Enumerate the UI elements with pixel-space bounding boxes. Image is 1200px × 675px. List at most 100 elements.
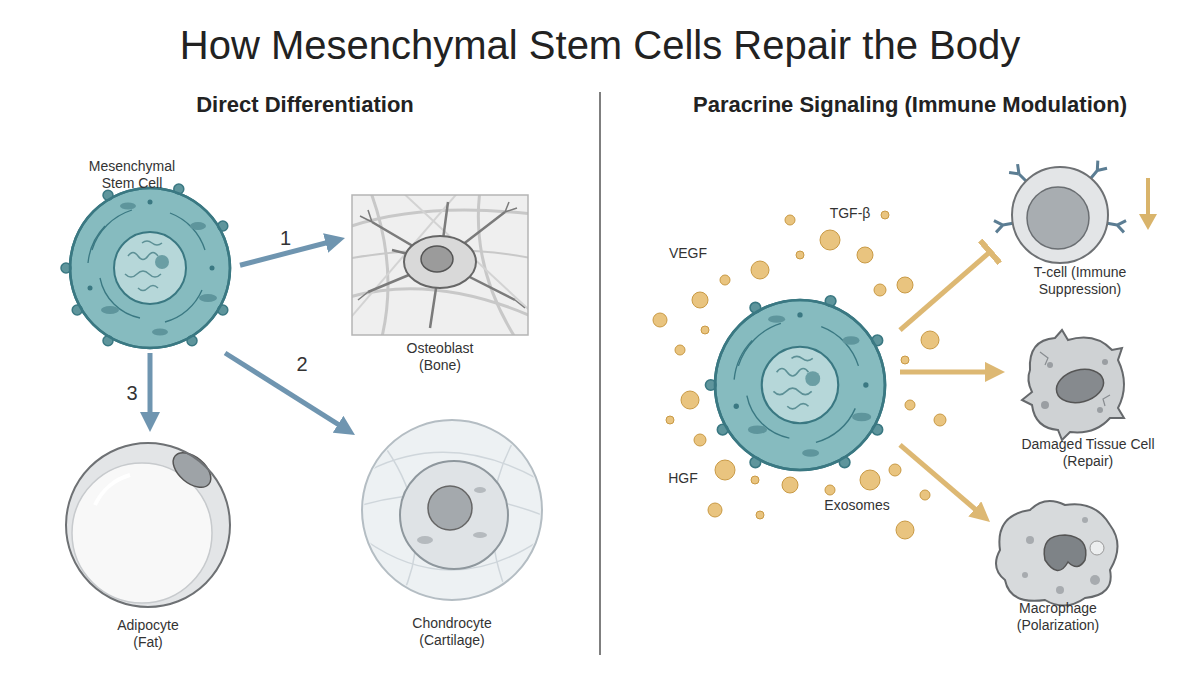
- diagram-title: How Mesenchymal Stem Cells Repair the Bo…: [50, 22, 1150, 68]
- t-cell-art: [1106, 217, 1126, 232]
- osteoblast-frame: [352, 195, 528, 335]
- gold-secretome-dots: [920, 490, 930, 500]
- cell-label: HGF: [658, 470, 708, 487]
- macrophage-art: [996, 501, 1118, 606]
- gold-secretome-dots: [653, 211, 946, 539]
- connector-arrow: [225, 353, 340, 425]
- t-cell-art: [1027, 187, 1089, 249]
- gold-secretome-dots: [785, 215, 795, 225]
- t-cell-art: [994, 161, 1126, 263]
- macrophage-art: [1090, 541, 1104, 555]
- chondrocyte-outline: [362, 420, 542, 600]
- damaged-cell-outline: [1022, 330, 1124, 440]
- t-cell-art: [1012, 167, 1108, 263]
- macrophage-outline: [996, 501, 1118, 606]
- osteoblast-art: [358, 202, 525, 308]
- cell-node: Damaged Tissue Cell (Repair): [1005, 320, 1175, 475]
- macrophage-art: [1026, 536, 1034, 544]
- cell-label: Osteoblast (Bone): [395, 340, 485, 374]
- decrease-arrow-symbol: [1139, 214, 1157, 230]
- chondrocyte-art: [362, 420, 542, 600]
- chondrocyte-art: [473, 532, 487, 538]
- macrophage-art: [996, 501, 1118, 606]
- decrease-arrow-symbol: [1146, 178, 1150, 216]
- gold-secretome-dots: [857, 247, 873, 263]
- damaged-cell-art: [1022, 330, 1124, 440]
- connector-arrow: [148, 353, 153, 414]
- gold-secretome-dots: [751, 476, 759, 484]
- damaged-cell-art: [1040, 352, 1110, 406]
- gold-secretome-dots: [897, 277, 913, 293]
- damaged-cell-art: [1053, 364, 1108, 407]
- gold-secretome-dots: [921, 331, 939, 349]
- t-cell-outline: [1012, 167, 1108, 263]
- t-cell-art: [994, 217, 1014, 232]
- osteoblast-art: [370, 195, 388, 335]
- stem-cell-outline: [70, 188, 230, 348]
- cell-label: Exosomes: [812, 497, 902, 514]
- gold-secretome-dots: [692, 292, 708, 308]
- t-cell-art: [1086, 161, 1107, 183]
- gold-secretome-dots: [874, 284, 886, 296]
- t-cell-art: [1009, 164, 1030, 185]
- cell-node: Mesenchymal Stem Cell: [60, 158, 240, 353]
- macrophage-art: [1056, 586, 1064, 594]
- macrophage-art: [1022, 572, 1028, 578]
- gold-secretome-dots: [901, 356, 909, 364]
- section-heading: Direct Differentiation: [95, 92, 515, 118]
- adipocyte-outline: [66, 443, 230, 607]
- gold-secretome-dots: [715, 460, 735, 480]
- macrophage-art: [1082, 517, 1088, 523]
- macrophage-art: [1090, 575, 1100, 585]
- t-cell-art: [1086, 161, 1107, 183]
- macrophage-art: [1044, 535, 1086, 571]
- gold-secretome-dots: [756, 511, 764, 519]
- chondrocyte-art: [474, 487, 486, 493]
- gold-secretome-dots: [666, 416, 674, 424]
- callout-number: 3: [126, 382, 137, 404]
- cell-label: TGF-β: [820, 205, 880, 222]
- gold-secretome-dots: [820, 230, 840, 250]
- cell-node: TGF-βVEGF HGF Exosomes: [655, 198, 900, 520]
- connector-arrow: [900, 369, 987, 374]
- damaged-cell-art: [1102, 359, 1108, 365]
- gold-secretome-dots: [796, 251, 804, 259]
- adipocyte-art: [66, 443, 230, 607]
- gold-secretome-dots: [653, 313, 667, 327]
- gold-secretome-dots: [675, 345, 685, 355]
- chondrocyte-art: [428, 486, 472, 530]
- stem-cell-outline: [715, 300, 885, 470]
- connector-arrow: [240, 243, 328, 266]
- cell-label: Mesenchymal Stem Cell: [77, 158, 187, 192]
- cell-node: Osteoblast (Bone): [345, 192, 535, 382]
- t-cell-art: [1009, 164, 1030, 185]
- gold-secretome-dots: [881, 211, 889, 219]
- gold-secretome-dots: [782, 477, 798, 493]
- stem-cell-outline: [70, 188, 230, 348]
- cell-label: VEGF: [663, 245, 713, 262]
- stem-cell-outline: [715, 300, 885, 470]
- gold-secretome-dots: [860, 470, 880, 490]
- damaged-cell-art: [1022, 330, 1124, 440]
- cell-node: Macrophage (Polarization): [990, 495, 1150, 640]
- gold-secretome-dots: [681, 391, 699, 409]
- osteoblast-art: [368, 202, 515, 328]
- macrophage-outline: [996, 501, 1118, 606]
- cell-label: T-cell (Immune Suppression): [998, 264, 1163, 298]
- gold-secretome-dots: [720, 275, 730, 285]
- cell-label: Adipocyte (Fat): [108, 617, 188, 651]
- cell-node: Adipocyte (Fat): [60, 432, 240, 657]
- damaged-cell-art: [1041, 401, 1049, 409]
- osteoblast-art: [404, 236, 476, 288]
- adipocyte-art: [66, 443, 230, 607]
- stem-cell-art: [61, 184, 230, 348]
- gold-secretome-dots: [889, 464, 901, 476]
- gold-secretome-dots: [694, 434, 706, 446]
- gold-secretome-dots: [751, 261, 769, 279]
- chondrocyte-art: [400, 461, 508, 569]
- cell-node: T-cell (Immune Suppression): [990, 150, 1170, 302]
- t-cell-art: [994, 217, 1014, 232]
- cell-label: Macrophage (Polarization): [993, 600, 1123, 634]
